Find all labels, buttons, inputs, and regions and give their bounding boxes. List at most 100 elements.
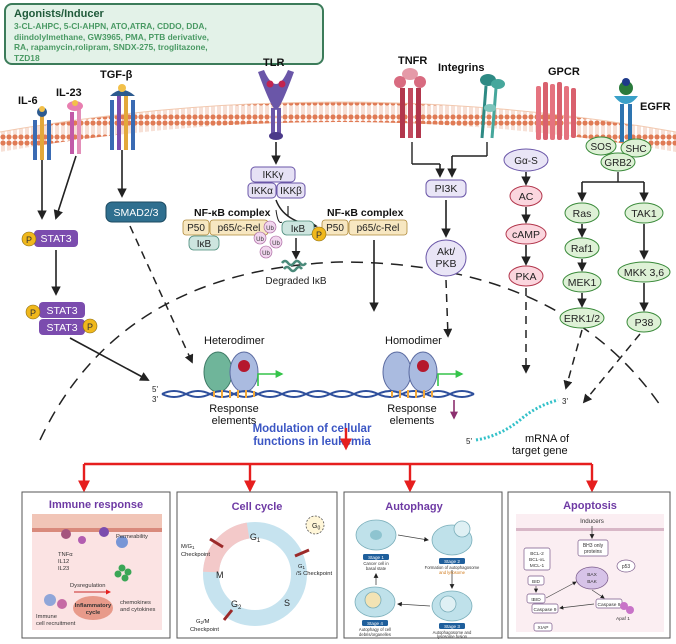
apoptosis-inducers: Inducers [580, 518, 604, 525]
mkk-label: MKK 3,6 [624, 267, 664, 279]
ikk-alpha-label: IKKα [251, 186, 273, 197]
apoptosis-bak: BAK [587, 579, 597, 585]
cellcycle-mg1-checkpoint-2: Checkpoint [181, 552, 210, 558]
autophagy-stage1-text2: basal state [366, 566, 387, 571]
apoptosis-caspase9-a: Caspase 9 [534, 607, 557, 613]
mrna-5-prime: 5' [466, 437, 472, 446]
immune-recruitment-2: cell recruitment [36, 621, 76, 627]
nuclear-envelope [39, 261, 661, 441]
agonists-title: Agonists/Inducer [14, 8, 104, 20]
heterodimer [203, 351, 259, 393]
stat3-label: STAT3 [40, 233, 71, 245]
response-elements-2b: elements [390, 415, 435, 427]
mrna-label-1: mRNA of [525, 433, 570, 445]
p50-label-2: P50 [326, 223, 344, 234]
apoptosis-mcl1: MCL-1 [530, 563, 545, 569]
smad-label: SMAD2/3 [114, 207, 159, 219]
heterodimer-label: Heterodimer [204, 335, 265, 347]
cellcycle-mg1-checkpoint-1: M/G1 [181, 544, 195, 550]
stat3-dimer-phospho-left: P [30, 308, 36, 318]
autophagy-stage3-text1: Autophagosome and [433, 630, 472, 635]
gas-node: Gα-S [503, 148, 549, 172]
response-elements-1a: Response [209, 403, 259, 415]
apoptosis-apaf1: Apaf 1 [616, 616, 630, 622]
ikk-beta-label: IKKβ [280, 186, 302, 197]
cellcycle-title: Cell cycle [232, 501, 283, 513]
akt-label-2: PKB [435, 258, 456, 270]
ras-label: Ras [573, 208, 592, 220]
autophagy-stage2-text2: and lysosome [439, 570, 466, 575]
apoptosis-p53: p53 [622, 564, 631, 570]
ub-2: Ub [256, 237, 264, 243]
tgfb-receptor: TGF-β [100, 69, 135, 150]
stat3-dimer-phospho-right: P [87, 322, 93, 332]
stat3-monomer: STAT3 P [21, 230, 78, 247]
immune-chemokines-2: and cytokines [120, 607, 156, 613]
apoptosis-title: Apoptosis [563, 500, 617, 512]
cellcycle-s: S [284, 598, 290, 608]
pka-node: PKA [508, 265, 544, 287]
autophagy-stage3-text2: lysosome fusion [437, 634, 468, 639]
ikb-label-2: IκB [291, 224, 306, 235]
nfkb-complex-label-2: NF-κB complex [327, 207, 404, 219]
response-elements-1b: elements [212, 415, 257, 427]
nfkb-inactive: P50 p65/c-Rel IκB [182, 219, 269, 251]
apoptosis-bcl2: BCL-2 [530, 551, 544, 557]
il23-label: IL-23 [56, 87, 82, 99]
immune-il12: IL12 [58, 559, 69, 565]
mrna-3-prime: 3' [562, 397, 568, 406]
gas-label: Gα-S [514, 156, 538, 167]
immune-permeability: Permeability [116, 534, 148, 540]
response-elements-2a: Response [387, 403, 437, 415]
tlr-label: TLR [263, 57, 284, 69]
ub-1: Ub [266, 226, 274, 232]
apoptosis-bax: BAX [587, 572, 597, 578]
agonists-line-3: RA, rapamycin,rolipram, SNDX-275, trogli… [14, 42, 208, 52]
panel-immune-response: Immune response TNFα IL12 IL23 Permeabil… [21, 491, 171, 639]
autophagy-stage3: Stage 3 [444, 624, 460, 629]
ikb-ubiquitinated: IκB P Ub Ub Ub Ub [253, 220, 327, 259]
autophagy-stage2-text1: Formation of autophagosome [425, 565, 480, 570]
apoptosis-bid: BID [532, 579, 541, 585]
shc-label: SHC [625, 144, 646, 155]
stat3-phospho: P [26, 235, 32, 245]
tlr-receptor: TLR [258, 57, 294, 140]
egfr-label: EGFR [640, 101, 671, 113]
p65-label-1: p65/c-Rel [218, 223, 261, 234]
nfkb-active: P50 p65/c-Rel [321, 219, 408, 236]
pka-label: PKA [515, 271, 536, 283]
tak1-label: TAK1 [631, 208, 657, 220]
ac-node: AC [509, 185, 543, 207]
homodimer-label: Homodimer [385, 335, 442, 347]
immune-inflammatory-2: cycle [86, 610, 101, 616]
ikk-gamma-label: IKKγ [262, 170, 283, 181]
gpcr-receptor: GPCR [536, 66, 580, 140]
il6-receptor: IL-6 [18, 95, 51, 160]
agonists-box: Agonists/Inducer 3-CL-AHPC, 5-Cl-AHPN, A… [4, 3, 324, 65]
il6-label: IL-6 [18, 95, 38, 107]
erk-node: ERK1/2 [559, 307, 605, 329]
autophagy-stage1-text1: Cancer cell in [363, 561, 389, 566]
ikb-label-1: IκB [197, 239, 212, 250]
ras-node: Ras [564, 202, 600, 224]
ub-3: Ub [272, 241, 280, 247]
p38-node: P38 [626, 311, 662, 333]
ikk-complex: IKKγ IKKα IKKβ [247, 166, 306, 199]
camp-node: cAMP [505, 223, 547, 245]
camp-label: cAMP [512, 229, 540, 241]
immune-inflammatory-1: Inflammatory [75, 603, 112, 609]
panel-apoptosis: Apoptosis Inducers BH3 only proteins BCL… [507, 491, 671, 639]
homodimer [382, 351, 438, 393]
pi3k-label: PI3K [435, 183, 458, 195]
akt-node: Akt/ PKB [425, 239, 467, 277]
stat3-dimer-top-label: STAT3 [46, 305, 77, 317]
panel-autophagy: Autophagy Stage 1 Cancer cell in basal s… [343, 491, 503, 639]
apoptosis-bh3-1: BH3 only [583, 543, 604, 549]
dna-5-prime: 5' [152, 385, 158, 394]
raf1-node: Raf1 [564, 237, 600, 259]
apoptosis-caspase9-b: Caspase 9 [598, 602, 621, 608]
tnfr-receptor: TNFR [394, 55, 427, 138]
cellcycle-g2: G2 [231, 599, 242, 611]
gpcr-label: GPCR [548, 66, 580, 78]
